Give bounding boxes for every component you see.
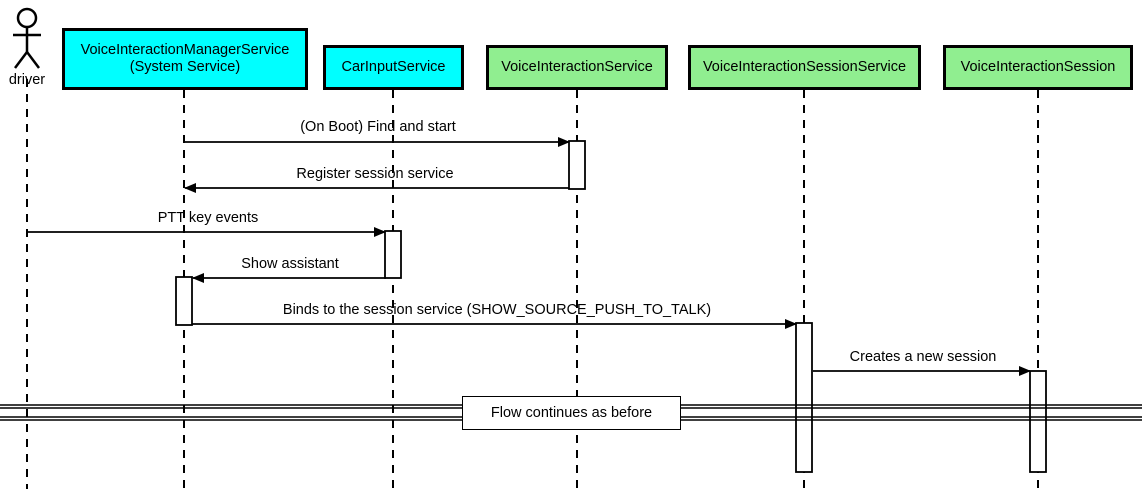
actor-figure <box>13 7 41 69</box>
participant-label-vsession: VoiceInteractionSession <box>960 59 1116 75</box>
activation-bar-a-vims <box>175 276 193 326</box>
message-label-m1: (On Boot) Find and start <box>300 119 456 135</box>
activation-bar-a-vsession <box>1029 370 1047 473</box>
actor-leg-left-icon <box>14 51 28 69</box>
participant-box-vsession[interactable]: VoiceInteractionSession <box>943 45 1133 90</box>
activation-bar-a-carinput <box>384 230 402 279</box>
messages-layer <box>27 137 1031 376</box>
participant-label-vis: VoiceInteractionService <box>501 59 653 75</box>
activation-bar-a-vsess-service <box>795 322 813 473</box>
participant-box-vims[interactable]: VoiceInteractionManagerService (System S… <box>62 28 308 90</box>
activations-layer <box>175 140 1047 473</box>
participant-box-vis[interactable]: VoiceInteractionService <box>486 45 668 90</box>
participant-label-vsess_service: VoiceInteractionSessionService <box>702 59 907 75</box>
message-label-m6: Creates a new session <box>849 349 997 365</box>
flow-continues-note: Flow continues as before <box>462 396 681 430</box>
participant-box-carinput[interactable]: CarInputService <box>323 45 464 90</box>
participant-box-vsess_service[interactable]: VoiceInteractionSessionService <box>688 45 921 90</box>
actor-leg-right-icon <box>26 51 40 69</box>
message-label-m4: Show assistant <box>241 256 339 272</box>
participant-label-carinput: CarInputService <box>341 59 446 75</box>
activation-bar-a-vis <box>568 140 586 190</box>
actor-head-icon <box>16 7 38 29</box>
message-label-m5: Binds to the session service (SHOW_SOURC… <box>282 302 712 318</box>
message-label-m2: Register session service <box>296 166 454 182</box>
participant-label-vims: VoiceInteractionManagerService (System S… <box>80 42 290 75</box>
flow-continues-note-label: Flow continues as before <box>490 405 653 421</box>
actor-label: driver <box>8 72 46 88</box>
message-label-m3: PTT key events <box>157 210 259 226</box>
